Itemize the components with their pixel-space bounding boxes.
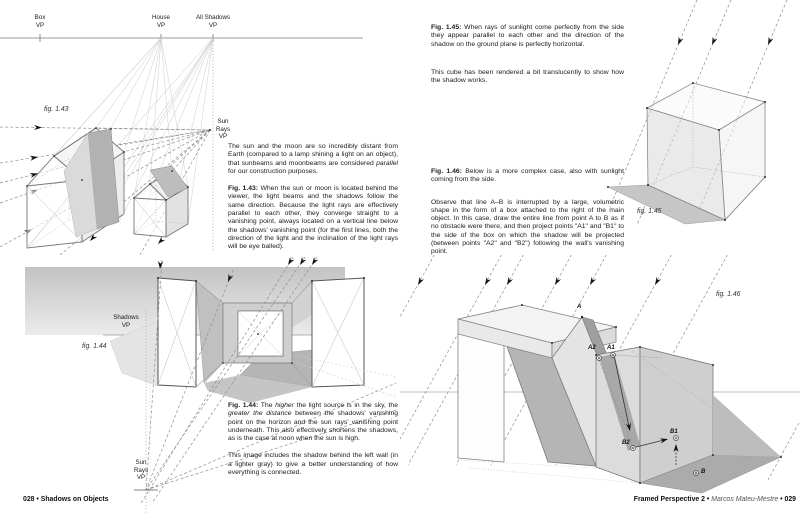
left-page-footer: 028 • Shadows on Objects — [23, 496, 109, 503]
figure-1-44: Shadows VP Sun Rays VP fig. 1.44 — [0, 255, 400, 518]
horizon-line — [0, 34, 363, 42]
fig-1-44-note: This image includes the shadow behind th… — [228, 452, 398, 477]
point-label-b2: B2 — [622, 440, 630, 446]
wall-to-frame-edges — [195, 280, 313, 388]
sun-ray-lines — [609, 0, 788, 226]
left-page-number: 028 — [23, 496, 35, 503]
right-wall — [311, 277, 365, 388]
fig-1-43-drawing — [0, 34, 363, 255]
point-label-b: B — [701, 469, 706, 475]
small-house-shadow-dark — [149, 165, 189, 198]
fig-1-45-caption: Fig. 1.45: When rays of sunlight come pe… — [431, 24, 624, 48]
fig-1-44-text-column: Fig. 1.44: The higher the light source i… — [228, 402, 398, 486]
figure-1-43: Box VP House VP All Shadows VP Sun Rays … — [0, 0, 400, 255]
sun-rays-vp-label: Sun Rays VP — [215, 118, 231, 141]
point-label-a1: A1 — [607, 345, 615, 351]
fig-1-46-caption: Fig. 1.46: Below is a more complex case,… — [431, 168, 624, 184]
point-label-b1: B1 — [670, 429, 678, 435]
fig-1-43-label: fig. 1.43 — [44, 106, 69, 113]
left-structure — [457, 304, 617, 467]
point-label-a: A — [577, 304, 582, 310]
fig-1-44-caption: Fig. 1.44: The higher the light source i… — [228, 402, 399, 443]
fig-1-44-drawing — [25, 256, 397, 513]
sun-ray-arrowheads — [415, 276, 662, 287]
translucent-cube — [645, 82, 767, 221]
right-dotted-guides — [291, 354, 397, 398]
book-title: Framed Perspective 2 — [633, 496, 705, 503]
footer-separator: • — [778, 496, 785, 503]
fig-1-46-label: fig. 1.46 — [716, 291, 741, 298]
all-shadows-vp-label: All Shadows VP — [195, 14, 231, 29]
section-title: Shadows on Objects — [40, 496, 109, 503]
house-vp-label: House VP — [152, 14, 170, 29]
left-wall-light-shadow — [109, 320, 159, 387]
point-label-a2: A2 — [588, 345, 596, 351]
box-vp-label: Box VP — [34, 14, 46, 29]
figure-1-46: A A2 A1 B2 B1 B fig. 1.46 — [400, 255, 800, 518]
projection-details — [581, 316, 679, 465]
figure-1-45: fig. 1.45 — [600, 0, 800, 260]
shadows-vp-label: Shadows VP — [113, 314, 139, 329]
fig-1-45-drawing — [607, 0, 788, 226]
footer-separator: • — [704, 496, 712, 503]
large-house-shadow-light — [63, 132, 98, 238]
sun-rays-vp-label: Sun Rays VP — [133, 459, 149, 482]
fig-1-46-drawing — [400, 255, 800, 494]
shadows-vp-vertical — [134, 310, 158, 513]
fig-1-43-caption: Fig. 1.43: When the sun or moon is locat… — [228, 185, 398, 251]
fig-1-46-text-column: Fig. 1.46: Below is a more complex case,… — [431, 168, 624, 266]
fig-1-44-label: fig. 1.44 — [82, 343, 107, 350]
fig-1-46-body: Observe that line A–B is interrupted by … — [431, 198, 624, 256]
circled-points — [580, 315, 699, 476]
vertex-dots — [521, 304, 782, 484]
left-wall — [157, 277, 197, 388]
right-page-number: 029 — [784, 496, 797, 503]
floor-shadow — [204, 375, 312, 403]
vertex-dots — [157, 277, 365, 364]
sun-ray-arrowheads — [675, 36, 774, 47]
vertex-dots — [26, 127, 211, 201]
fig-1-43-intro: The sun and the moon are so incredibly d… — [228, 143, 398, 175]
fig-1-45-label: fig. 1.45 — [637, 208, 662, 215]
fig-1-45-text-column: Fig. 1.45: When rays of sunlight come pe… — [431, 24, 624, 94]
center-frame — [222, 302, 293, 364]
fig-1-43-text-column: The sun and the moon are so incredibly d… — [228, 143, 398, 261]
ground-shadow-wedge — [713, 395, 781, 457]
vertex-dots — [607, 82, 766, 221]
shadow-construction-line — [631, 350, 781, 457]
footer-separator: • — [34, 496, 41, 503]
fig-1-45-note: This cube has been rendered a bit transl… — [431, 68, 624, 85]
sun-ray-lines — [139, 256, 397, 506]
author-name: Marcos Mateu-Mestre — [711, 496, 779, 503]
right-page-footer: Framed Perspective 2 • Marcos Mateu-Mest… — [634, 496, 796, 503]
